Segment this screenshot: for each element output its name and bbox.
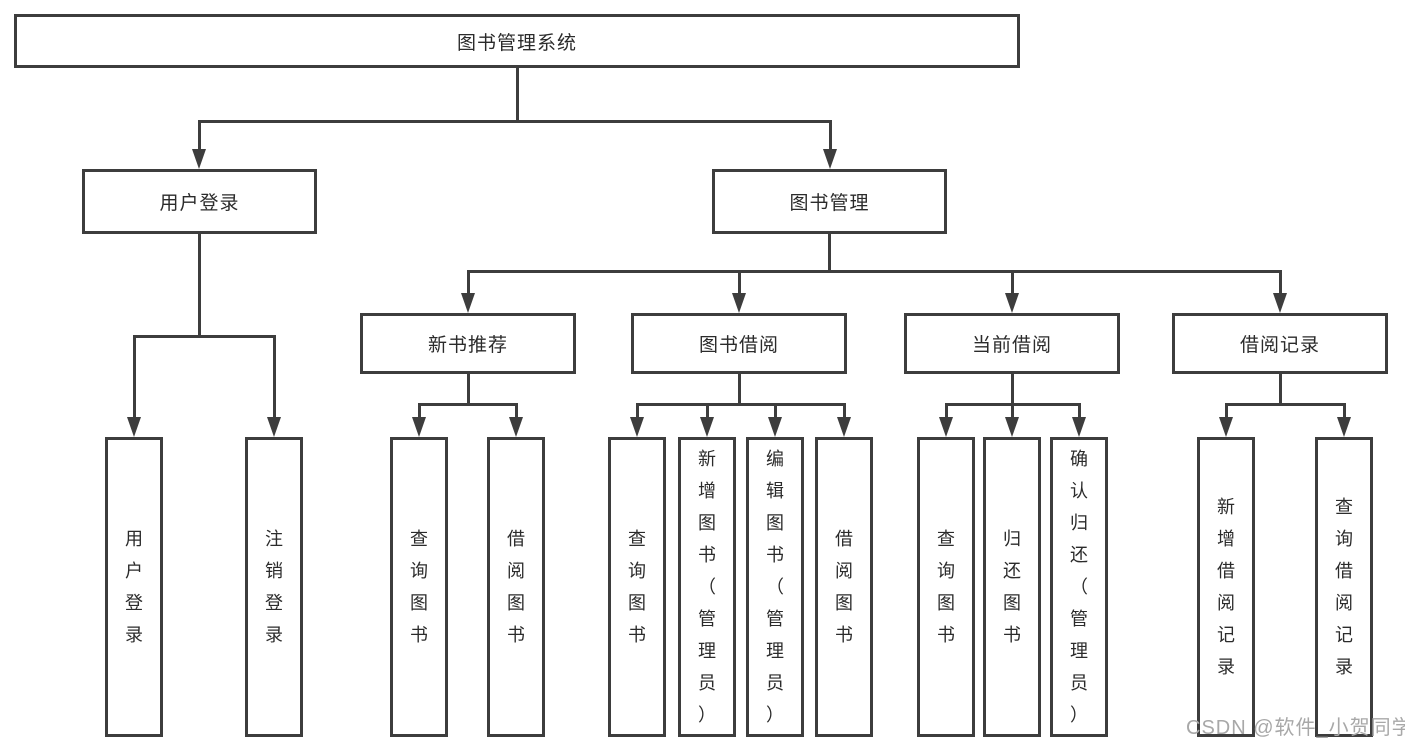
leaf-borrow-books-recommend: 借 阅 图 书 (487, 437, 545, 737)
leaf-borrow-books: 借 阅 图 书 (815, 437, 873, 737)
arrow-down-icon (267, 417, 281, 437)
connector-line (1278, 270, 1282, 295)
connector-line (466, 270, 1282, 273)
connector-line (737, 374, 741, 406)
leaf-query-books-current: 查 询 图 书 (917, 437, 975, 737)
connector-line (635, 403, 639, 419)
connector-line (1010, 270, 1014, 295)
watermark: CSDN @软件_小贺同学 (1186, 717, 1405, 739)
connector-line (1342, 403, 1346, 419)
connector-line (1010, 403, 1014, 419)
leaf-logout: 注 销 登 录 (245, 437, 303, 737)
connector-line (417, 403, 421, 419)
connector-line (197, 120, 832, 123)
arrow-down-icon (732, 293, 746, 313)
arrow-down-icon (1337, 417, 1351, 437)
arrow-down-icon (939, 417, 953, 437)
connector-line (828, 234, 831, 273)
connector-line (635, 403, 846, 406)
leaf-return-books: 归 还 图 书 (983, 437, 1041, 737)
connector-line (773, 403, 777, 419)
connector-line (466, 374, 470, 406)
node-borrow-records: 借阅记录 (1172, 313, 1388, 374)
node-user-login: 用户登录 (82, 169, 317, 234)
connector-line (515, 68, 519, 122)
arrow-down-icon (768, 417, 782, 437)
arrow-down-icon (1005, 417, 1019, 437)
connector-line (842, 403, 846, 419)
connector-line (1278, 374, 1282, 406)
connector-line (132, 335, 276, 338)
arrow-down-icon (461, 293, 475, 313)
connector-line (198, 234, 201, 338)
arrow-down-icon (837, 417, 851, 437)
arrow-down-icon (1273, 293, 1287, 313)
leaf-query-books-recommend: 查 询 图 书 (390, 437, 448, 737)
node-current-borrow: 当前借阅 (904, 313, 1120, 374)
arrow-down-icon (700, 417, 714, 437)
arrow-down-icon (1005, 293, 1019, 313)
arrow-down-icon (509, 417, 523, 437)
node-new-book-recommend: 新书推荐 (360, 313, 576, 374)
arrow-down-icon (1072, 417, 1086, 437)
leaf-confirm-return-admin: 确 认 归 还 （ 管 理 员 ） (1050, 437, 1108, 737)
connector-line (1224, 403, 1228, 419)
arrow-down-icon (630, 417, 644, 437)
leaf-edit-book-admin: 编 辑 图 书 （ 管 理 员 ） (746, 437, 804, 737)
leaf-add-book-admin: 新 增 图 书 （ 管 理 员 ） (678, 437, 736, 737)
connector-line (132, 335, 136, 420)
connector-line (705, 403, 709, 419)
arrow-down-icon (127, 417, 141, 437)
arrow-down-icon (1219, 417, 1233, 437)
connector-line (197, 120, 201, 152)
connector-line (417, 403, 518, 406)
connector-line (466, 270, 470, 295)
leaf-add-borrow-record: 新 增 借 阅 记 录 (1197, 437, 1255, 737)
leaf-user-login: 用 户 登 录 (105, 437, 163, 737)
connector-line (737, 270, 741, 295)
node-root: 图书管理系统 (14, 14, 1020, 68)
connector-line (1077, 403, 1081, 419)
leaf-query-borrow-record: 查 询 借 阅 记 录 (1315, 437, 1373, 737)
node-book-management: 图书管理 (712, 169, 947, 234)
connector-line (828, 120, 832, 152)
connector-line (272, 335, 276, 420)
connector-line (514, 403, 518, 419)
arrow-down-icon (823, 149, 837, 169)
leaf-query-books-borrow: 查 询 图 书 (608, 437, 666, 737)
arrow-down-icon (412, 417, 426, 437)
node-book-borrow: 图书借阅 (631, 313, 847, 374)
arrow-down-icon (192, 149, 206, 169)
connector-line (1224, 403, 1346, 406)
connector-line (1010, 374, 1014, 406)
connector-line (944, 403, 948, 419)
